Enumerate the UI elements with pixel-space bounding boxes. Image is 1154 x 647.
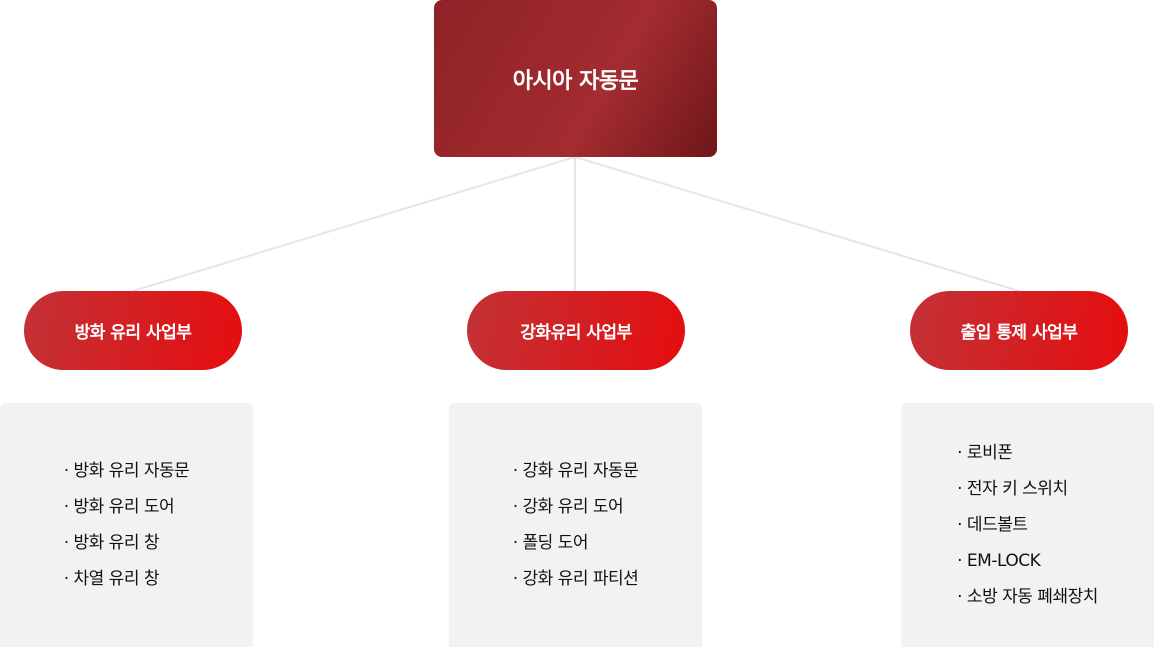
list-item: · 로비폰 (957, 443, 1013, 463)
list-item: · 강화 유리 파티션 (512, 569, 639, 589)
list-item: · 방화 유리 도어 (63, 497, 175, 517)
panel-access-control: · 로비폰 · 전자 키 스위치 · 데드볼트 · EM-LOCK · 소방 자… (901, 403, 1154, 647)
list-item: · 방화 유리 자동문 (63, 461, 190, 481)
list-item: · 강화 유리 자동문 (512, 461, 639, 481)
list-item: · EM-LOCK (957, 551, 1041, 571)
connector-left (132, 156, 576, 292)
list-item: · 강화 유리 도어 (512, 497, 624, 517)
panel-fire-glass: · 방화 유리 자동문 · 방화 유리 도어 · 방화 유리 창 · 차열 유리… (0, 403, 253, 647)
list-item: · 차열 유리 창 (63, 569, 160, 589)
division-access-control: 출입 통제 사업부 (910, 291, 1128, 370)
root-node: 아시아 자동문 (434, 0, 717, 157)
division-fire-glass: 방화 유리 사업부 (24, 291, 242, 370)
connector-right (574, 156, 1020, 292)
division-tempered-glass: 강화유리 사업부 (467, 291, 685, 370)
list-item: · 데드볼트 (957, 515, 1028, 535)
list-item: · 방화 유리 창 (63, 533, 160, 553)
panel-tempered-glass: · 강화 유리 자동문 · 강화 유리 도어 · 폴딩 도어 · 강화 유리 파… (449, 403, 702, 647)
list-item: · 소방 자동 폐쇄장치 (957, 587, 1098, 607)
list-item: · 전자 키 스위치 (957, 479, 1068, 499)
list-item: · 폴딩 도어 (512, 533, 589, 553)
